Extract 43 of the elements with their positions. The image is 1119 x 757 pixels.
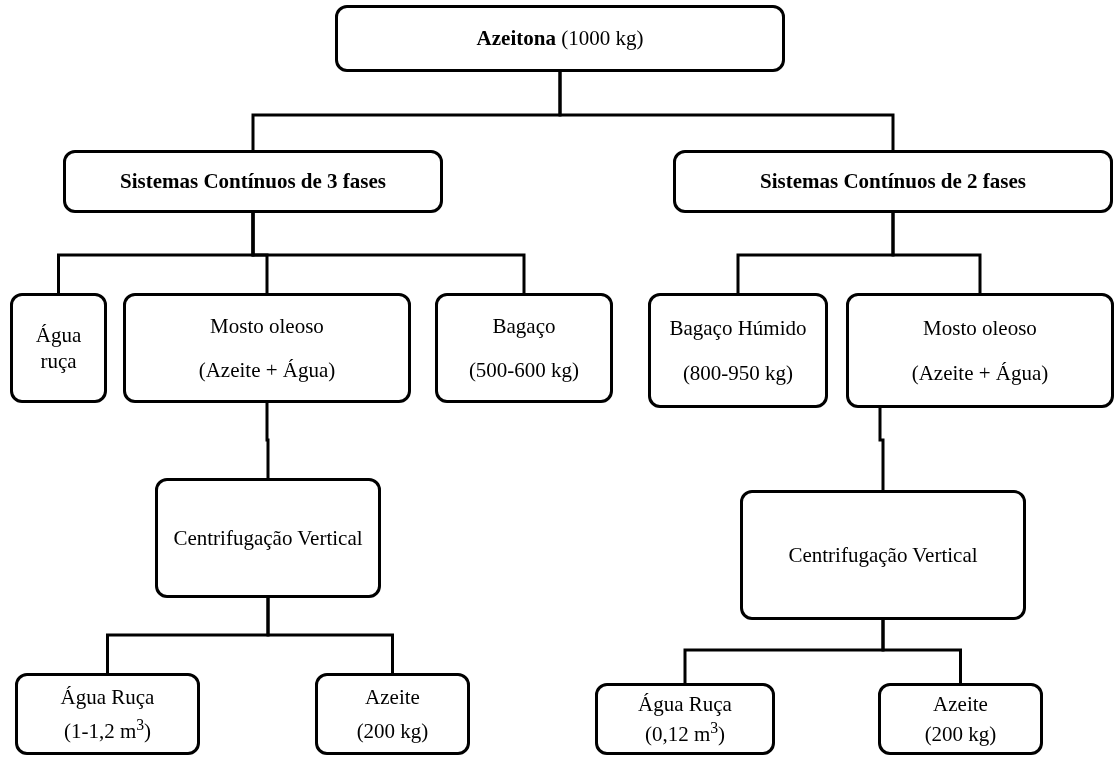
- process-box: [846, 293, 1114, 408]
- box-text: (200 kg): [356, 717, 429, 745]
- process-box: [335, 5, 785, 72]
- box-text: (800-950 kg): [682, 359, 794, 387]
- box-text: Azeite: [365, 683, 420, 711]
- box-text: Azeite: [933, 690, 988, 717]
- connector-line: [251, 213, 526, 293]
- process-box: [155, 478, 381, 598]
- box-text: Sistemas Contínuos de 2 fases: [760, 168, 1026, 195]
- process-box: [315, 673, 470, 755]
- process-box: [10, 293, 107, 403]
- box-text: (Azeite + Água): [198, 356, 336, 383]
- box-text: Centrifugação Vertical: [173, 524, 363, 552]
- box-text: Mosto oleoso: [210, 313, 324, 340]
- connector-line: [878, 408, 885, 490]
- box-text: Mosto oleoso: [923, 314, 1037, 342]
- box-text: (500-600 kg): [468, 356, 580, 383]
- process-box: [878, 683, 1043, 755]
- process-box: [435, 293, 613, 403]
- connector-line: [266, 598, 394, 673]
- box-text: Azeitona (1000 kg): [476, 25, 644, 52]
- box-text: Água Ruça: [60, 683, 155, 711]
- connector-line: [881, 620, 962, 683]
- process-box: [15, 673, 200, 755]
- process-box: [673, 150, 1113, 213]
- box-text: Centrifugação Vertical: [788, 541, 978, 569]
- box-text: (1-1,2 m$^{3}$): [63, 717, 152, 745]
- box-text: (200 kg): [924, 721, 997, 748]
- process-box: [740, 490, 1026, 620]
- connector-line: [891, 213, 982, 293]
- box-text: Água ruça: [34, 321, 83, 375]
- box-text: Bagaço: [492, 313, 556, 340]
- box-text: Água Ruça: [638, 690, 732, 717]
- box-text: Sistemas Contínuos de 3 fases: [120, 168, 386, 195]
- box-text: (Azeite + Água): [911, 359, 1049, 387]
- connector-line: [265, 403, 270, 478]
- process-box: [648, 293, 828, 408]
- box-text: Bagaço Húmido: [669, 314, 807, 342]
- process-box: [63, 150, 443, 213]
- connector-line: [558, 72, 895, 150]
- process-box: [595, 683, 775, 755]
- process-box: [123, 293, 411, 403]
- box-text: (0,12 m$^{3}$): [644, 721, 726, 748]
